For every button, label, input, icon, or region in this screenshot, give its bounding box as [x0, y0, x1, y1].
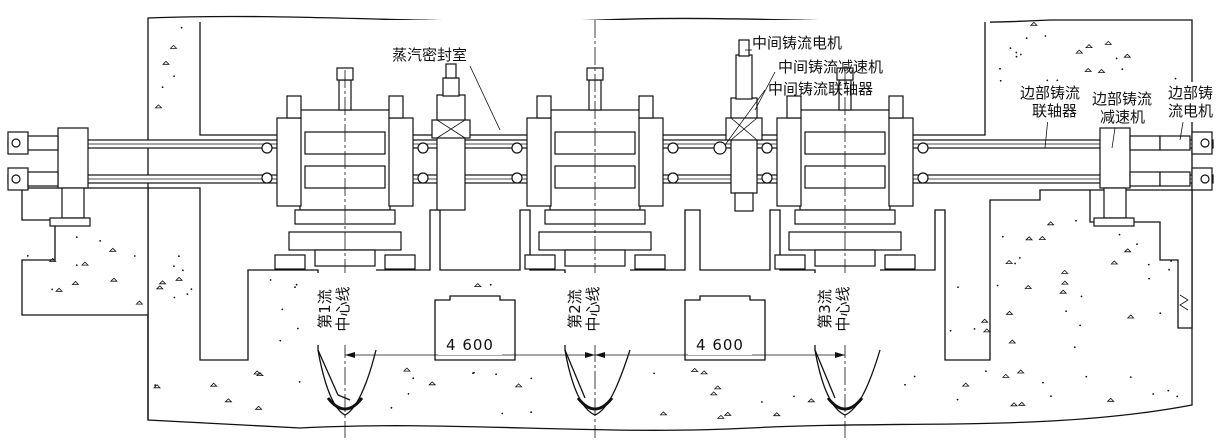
svg-text:第2流: 第2流: [566, 289, 584, 329]
svg-text:第1流: 第1流: [316, 289, 334, 329]
left-concrete-block: [21, 187, 149, 420]
label-mid-motor: 中间铸流电机: [752, 34, 842, 52]
label-edge-coupling-2: 联轴器: [1032, 102, 1077, 120]
label-steam-chamber: 蒸汽密封室: [392, 46, 467, 64]
label-edge-coupling-1: 边部铸流: [1020, 84, 1080, 102]
break-line: [1179, 294, 1189, 311]
dimension-strand-2-3: 4 600: [696, 336, 744, 354]
svg-text:中心线: 中心线: [334, 286, 352, 331]
steam-chamber: [431, 63, 471, 211]
withdrawal-unit-1: [261, 67, 429, 270]
svg-text:第3流: 第3流: [816, 289, 834, 329]
concrete-speckles: [26, 21, 1191, 419]
strand-3-label: 第3流 中心线: [814, 273, 854, 345]
strand-1-label: 第1流 中心线: [314, 273, 354, 345]
label-mid-reducer: 中间铸流减速机: [778, 58, 883, 76]
leader-lines: [469, 49, 1186, 149]
label-edge-motor-2: 流电机: [1168, 102, 1213, 120]
right-concrete-block: [1089, 189, 1193, 329]
dimension-strand-1-2: 4 600: [446, 336, 494, 354]
left-edge-drive: [7, 127, 91, 227]
left-pit-wall: [148, 187, 351, 401]
strand-2-label: 第2流 中心线: [564, 273, 604, 345]
label-edge-reducer-2: 减速机: [1100, 108, 1145, 126]
trench-box-1: [434, 295, 516, 361]
label-edge-motor-1: 边部铸: [1168, 84, 1213, 102]
middle-drive-column: [713, 39, 763, 212]
right-edge-drive: [1093, 127, 1213, 227]
svg-text:中心线: 中心线: [834, 286, 852, 331]
svg-text:中心线: 中心线: [584, 286, 602, 331]
trench-box-2: [684, 295, 766, 361]
label-edge-reducer-1: 边部铸流: [1092, 90, 1152, 108]
label-mid-coupling: 中间铸流联轴器: [768, 80, 873, 98]
pit-wall-3: [880, 189, 1090, 361]
